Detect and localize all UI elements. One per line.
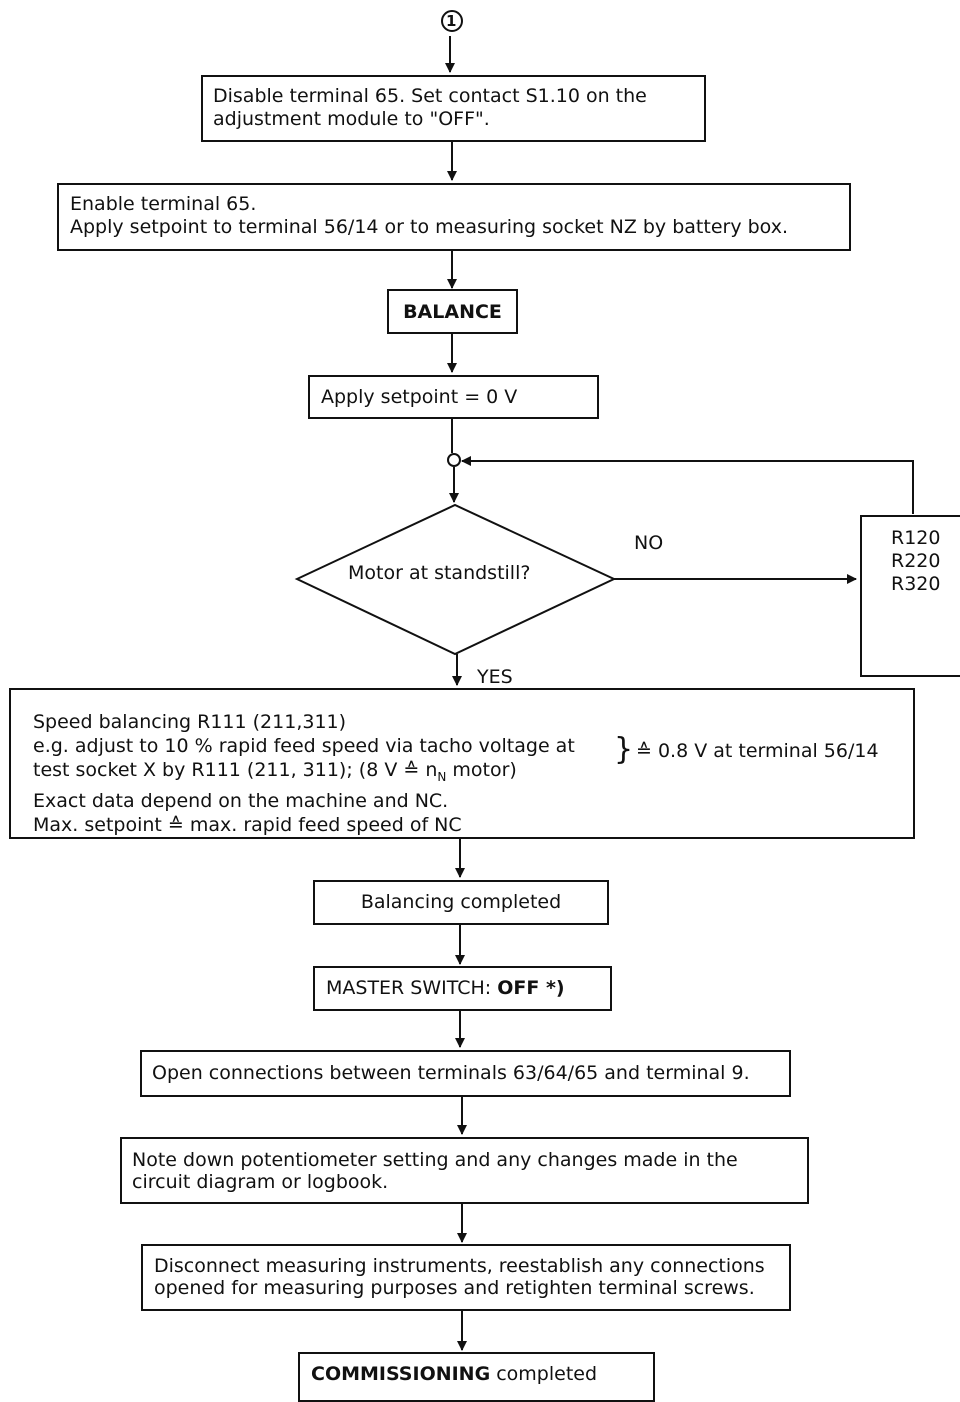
speed-line-3: test socket X by R111 (211, 311); (8 V ≙… (33, 759, 517, 784)
note-line-1: Note down potentiometer setting and any … (132, 1149, 738, 1171)
final-bold: COMMISSIONING (311, 1363, 491, 1385)
loop-back-line (461, 456, 914, 514)
speed-line-1: Speed balancing R111 (211,311) (33, 711, 347, 733)
pot-r220: R220 (891, 550, 941, 572)
master-state: OFF *) (497, 977, 565, 999)
pot-adjust-box: R120 R220 R320 (860, 515, 960, 677)
start-connector-circle (441, 10, 463, 32)
step-balance: BALANCE (387, 289, 518, 334)
note-line-2: circuit diagram or logbook. (132, 1171, 389, 1193)
speed-line-4: Exact data depend on the machine and NC. (33, 789, 449, 812)
step-note-down: Note down potentiometer setting and any … (120, 1137, 809, 1204)
step-disable-terminal: Disable terminal 65. Set contact S1.10 o… (201, 75, 706, 142)
decision-label: Motor at standstill? (348, 562, 531, 584)
disable-line-2: adjustment module to "OFF". (213, 108, 490, 130)
step-balancing-completed: Balancing completed (313, 880, 609, 925)
enable-line-1: Enable terminal 65. (70, 193, 257, 215)
speed-line-2: e.g. adjust to 10 % rapid feed speed via… (33, 735, 575, 757)
speed-brace: } (614, 732, 634, 767)
enable-line-2: Apply setpoint to terminal 56/14 or to m… (70, 216, 788, 238)
step-disconnect: Disconnect measuring instruments, reesta… (141, 1244, 791, 1311)
junction-circle (447, 453, 461, 467)
step-enable-terminal: Enable terminal 65. Apply setpoint to te… (57, 183, 851, 251)
no-label: NO (634, 532, 664, 554)
pot-r120: R120 (891, 527, 941, 549)
speed-line-5: Max. setpoint ≙ max. rapid feed speed of… (33, 813, 462, 836)
speed-note: ≙ 0.8 V at terminal 56/14 (636, 740, 879, 762)
disconnect-line-1: Disconnect measuring instruments, reesta… (154, 1255, 765, 1277)
master-prefix: MASTER SWITCH: (326, 977, 498, 999)
step-master-switch: MASTER SWITCH: OFF *) (313, 966, 612, 1011)
start-number: 1 (446, 12, 457, 30)
step-open-connections: Open connections between terminals 63/64… (140, 1050, 791, 1097)
yes-label: YES (477, 666, 513, 688)
disable-line-1: Disable terminal 65. Set contact S1.10 o… (213, 85, 647, 107)
disconnect-line-2: opened for measuring purposes and retigh… (154, 1277, 755, 1299)
decision-diamond (294, 503, 617, 656)
step-apply-setpoint: Apply setpoint = 0 V (308, 375, 599, 419)
step-commissioning-completed: COMMISSIONING completed (298, 1352, 655, 1402)
final-rest: completed (490, 1363, 598, 1385)
pot-r320: R320 (891, 573, 941, 595)
step-speed-balancing: Speed balancing R111 (211,311) e.g. adju… (9, 688, 915, 839)
